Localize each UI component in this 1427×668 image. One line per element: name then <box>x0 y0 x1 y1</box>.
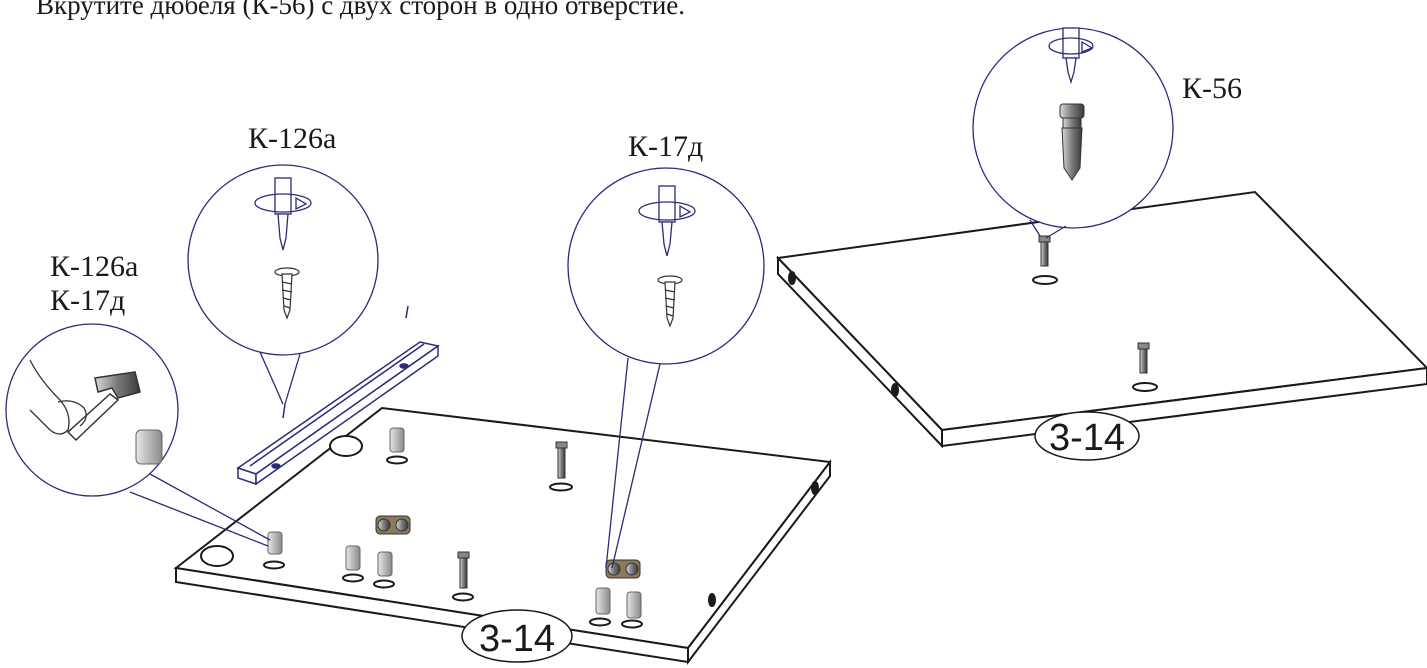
plug-icon <box>626 591 642 619</box>
small-screw-icon <box>282 305 409 419</box>
panel-code-left: 3-14 <box>479 618 555 660</box>
plug-icon <box>595 587 611 615</box>
dowel-icon <box>1137 342 1150 374</box>
right-panel <box>775 190 1427 449</box>
label-k17d-hammer: К-17д <box>50 284 126 317</box>
plug-icon <box>267 531 283 555</box>
panel-code-badge-right: 3-14 <box>1034 411 1140 461</box>
cross-fitting-icon <box>375 515 411 535</box>
callout-k126a <box>187 164 379 405</box>
panel-code-right: 3-14 <box>1049 417 1125 459</box>
plug-icon <box>377 551 393 577</box>
callout-k17d <box>567 167 765 569</box>
panel-code-badge-left: 3-14 <box>461 609 573 663</box>
label-k56-dowel: К-56 <box>1182 72 1242 105</box>
label-k17d-screw: К-17д <box>628 130 704 163</box>
screwdriver-icon <box>254 177 312 251</box>
label-k126a-screw: К-126а <box>248 122 337 155</box>
instruction-text: Вкрутите дюбеля (К-56) с двух сторон в о… <box>36 0 686 20</box>
screwdriver-icon <box>638 185 696 257</box>
dowel-icon <box>555 441 568 479</box>
plug-icon <box>135 429 163 465</box>
plug-icon <box>345 545 361 571</box>
hammer-icon <box>66 371 141 442</box>
dowel-icon <box>457 551 470 589</box>
cross-fitting-icon <box>605 559 641 579</box>
label-k126a-hammer: К-126а <box>50 250 139 283</box>
metal-rail <box>236 341 440 486</box>
wood-screw-icon <box>274 267 300 320</box>
dowel-icon <box>1038 235 1051 267</box>
plug-icon <box>389 427 405 453</box>
screwdriver-icon <box>1048 27 1094 85</box>
dowel-large-icon <box>1059 103 1085 181</box>
hand-icon <box>29 359 87 435</box>
wood-screw-icon <box>657 275 683 328</box>
left-panel <box>173 406 832 665</box>
